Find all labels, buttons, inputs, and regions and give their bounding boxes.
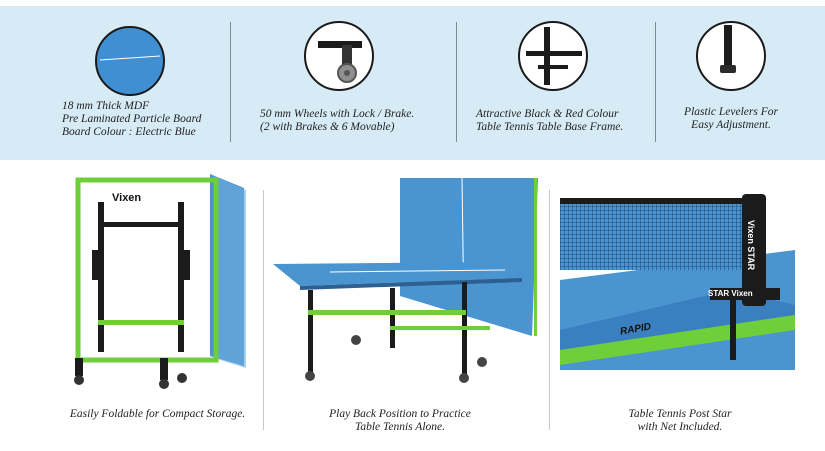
frame-icon: [518, 21, 588, 91]
brand-logo: Vixen: [112, 192, 142, 204]
feature-frame: Attractive Black & Red Colour Table Tenn…: [457, 6, 655, 160]
feature-caption: Attractive Black & Red Colour Table Tenn…: [476, 108, 624, 133]
clamp-label: STAR Vixen: [708, 289, 753, 298]
divider: [230, 22, 231, 142]
panel-caption: Table Tennis Post Star with Net Included…: [628, 408, 732, 433]
divider: [456, 22, 457, 142]
features-band: 18 mm Thick MDF Pre Laminated Particle B…: [0, 6, 825, 160]
net-post-illustration: [560, 190, 795, 370]
playback-table-illustration: [273, 177, 538, 383]
divider: [549, 190, 550, 430]
mdf-board-icon: [95, 26, 165, 96]
leveler-icon: [696, 21, 766, 91]
divider: [263, 190, 264, 430]
panel-foldable: Vixen: [60, 170, 260, 400]
panel-playback: [270, 170, 542, 400]
feature-mdf: 18 mm Thick MDF Pre Laminated Particle B…: [0, 6, 230, 160]
panel-net-post: Vixen STAR STAR Vixen RAPID: [560, 190, 795, 370]
feature-caption: 50 mm Wheels with Lock / Brake. (2 with …: [260, 108, 415, 133]
feature-levelers: Plastic Levelers For Easy Adjustment.: [656, 6, 825, 160]
panel-caption: Easily Foldable for Compact Storage.: [69, 408, 246, 420]
divider: [655, 22, 656, 142]
folded-table-illustration: [74, 174, 246, 389]
feature-caption: Plastic Levelers For Easy Adjustment.: [684, 106, 778, 131]
feature-caption: 18 mm Thick MDF Pre Laminated Particle B…: [62, 100, 202, 138]
panel-caption: Play Back Position to Practice Table Ten…: [329, 408, 471, 433]
wheel-icon: [304, 21, 374, 91]
post-label: Vixen STAR: [746, 220, 756, 271]
feature-wheels: 50 mm Wheels with Lock / Brake. (2 with …: [231, 6, 456, 160]
